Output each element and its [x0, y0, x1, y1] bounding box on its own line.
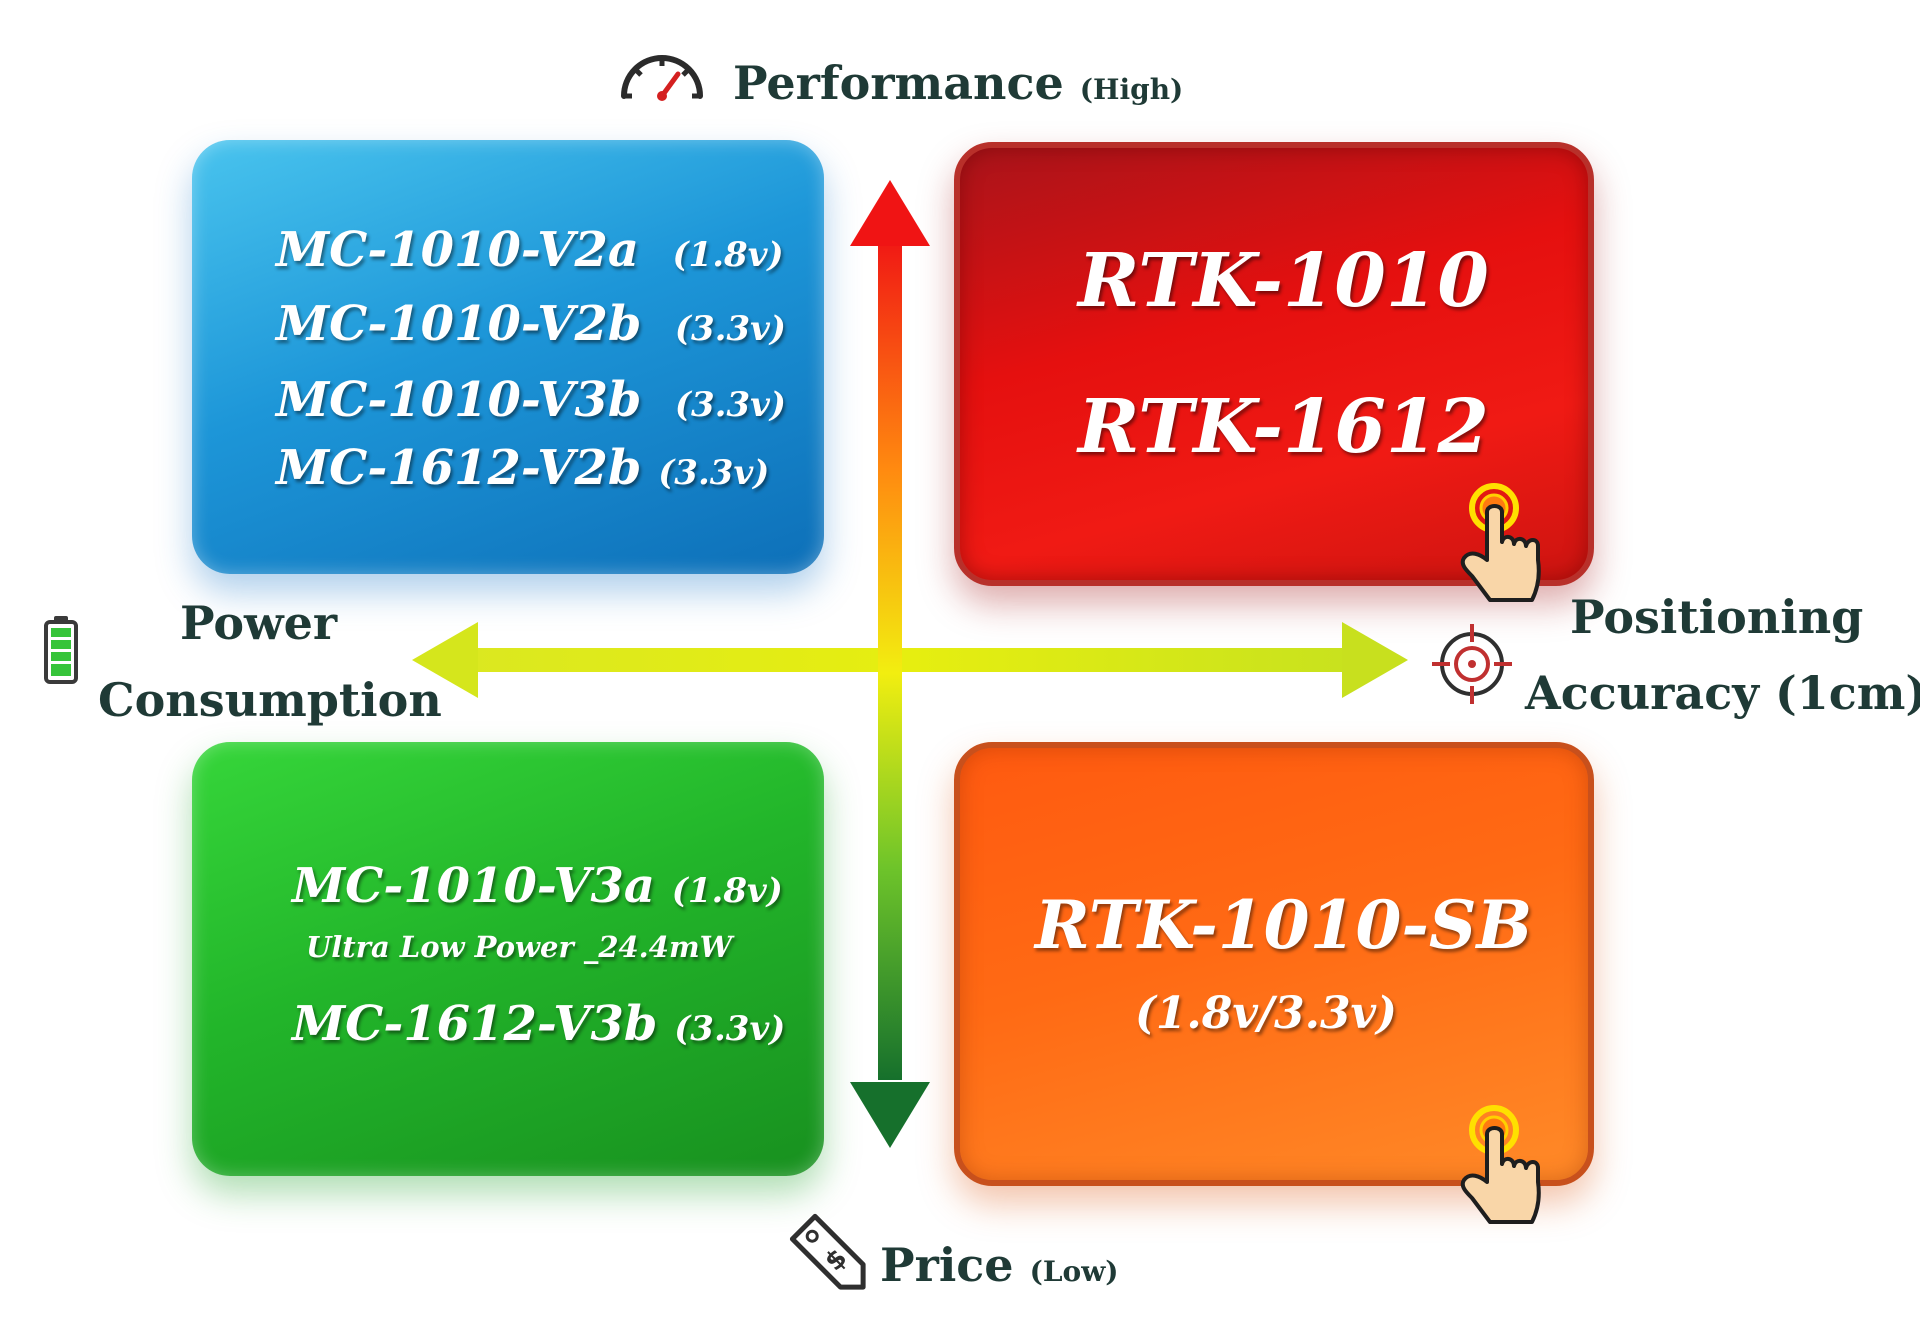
product-item: MC-1010-V2a (1.8v) [276, 222, 784, 278]
axis-label-right-line2: Accuracy (1cm) [1525, 666, 1920, 720]
speedometer-icon [621, 55, 703, 101]
product-item: MC-1612-V3b (3.3v) [292, 996, 786, 1052]
axis-label-right-line1: Positioning [1570, 590, 1864, 644]
battery-icon [44, 616, 78, 684]
product-item: MC-1010-V3b (3.3v) [276, 372, 786, 428]
pointer-hand-icon [1460, 483, 1541, 602]
product-voltage: (1.8v/3.3v) [1135, 988, 1397, 1039]
power-note: Ultra Low Power _24.4mW [306, 930, 733, 964]
product-item: MC-1010-V2b (3.3v) [276, 296, 786, 352]
axis-label-bottom: Price (Low) [880, 1238, 1119, 1292]
target-icon [1432, 624, 1512, 704]
product-rtk-1010: RTK-1010 [1078, 238, 1489, 324]
product-rtk-1010-sb: RTK-1010-SB [1035, 886, 1533, 964]
pointer-hand-icon [1460, 1105, 1541, 1224]
quadrant-bottom-left [192, 742, 824, 1176]
axis-label-left-line2: Consumption [98, 673, 442, 727]
vertical-arrow [850, 180, 930, 1148]
product-rtk-1612: RTK-1612 [1078, 384, 1489, 470]
product-item: MC-1612-V2b (3.3v) [276, 440, 770, 496]
quadrant-top-left [192, 140, 824, 574]
price-tag-icon: $ [789, 1213, 866, 1290]
product-item: MC-1010-V3a (1.8v) [292, 858, 783, 914]
axis-label-left-line1: Power [180, 596, 338, 650]
horizontal-arrow [412, 622, 1408, 698]
axis-label-top: Performance (High) [733, 56, 1184, 110]
